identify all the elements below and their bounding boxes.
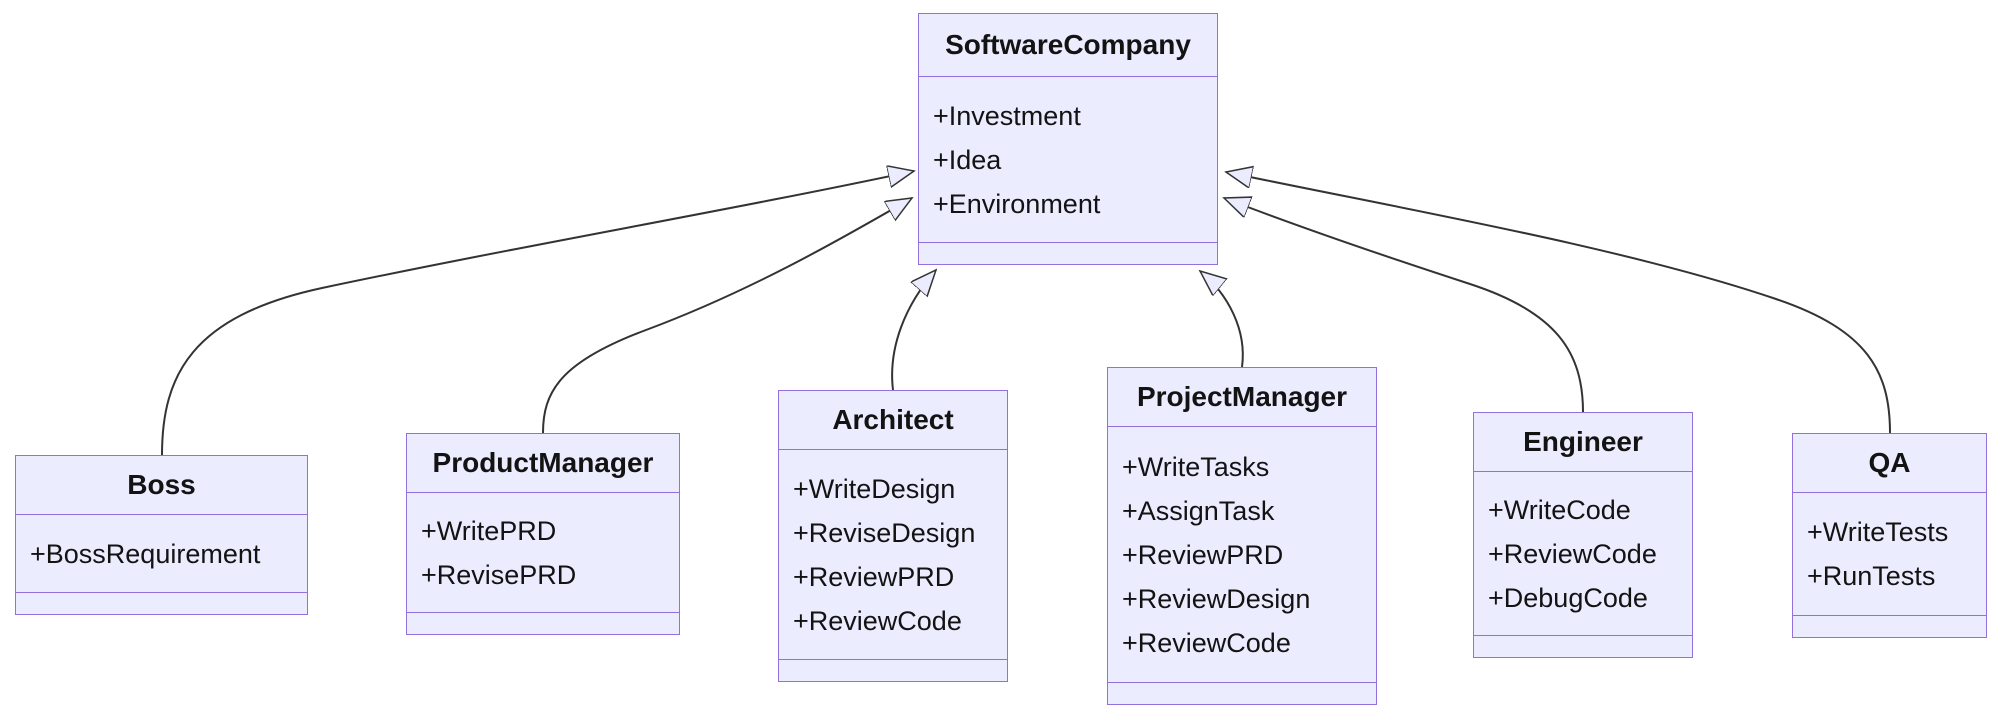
class-architect-methods-empty xyxy=(779,659,1007,681)
class-member: +RunTests xyxy=(1807,561,1936,591)
class-member: +Idea xyxy=(933,144,1002,175)
edge-qa-to-softwarecompany xyxy=(1226,172,1891,434)
class-member: +WriteDesign xyxy=(793,473,956,504)
class-member: +ReviewCode xyxy=(1122,627,1291,658)
class-engineer-methods-empty xyxy=(1474,635,1692,657)
class-member: +ReviewPRD xyxy=(1122,539,1284,570)
class-projectmanager-members: +WriteTasks +AssignTask +ReviewPRD +Revi… xyxy=(1108,427,1376,682)
class-member: +ReviewDesign xyxy=(1122,583,1311,614)
class-qa: QA +WriteTests +RunTests xyxy=(1792,433,1987,638)
class-softwarecompany-members: +Investment +Idea +Environment xyxy=(919,77,1217,242)
class-architect-members: +WriteDesign +ReviseDesign +ReviewPRD +R… xyxy=(779,450,1007,659)
class-engineer: Engineer +WriteCode +ReviewCode +DebugCo… xyxy=(1473,412,1693,658)
class-member: +ReviewCode xyxy=(793,605,962,636)
class-engineer-title: Engineer xyxy=(1474,413,1692,472)
class-productmanager-title: ProductManager xyxy=(407,434,679,493)
class-member: +AssignTask xyxy=(1122,495,1275,526)
edge-projectmanager-to-softwarecompany xyxy=(1200,271,1244,368)
class-qa-methods-empty xyxy=(1793,615,1986,637)
class-member: +ReviseDesign xyxy=(793,517,976,548)
class-member: +BossRequirement xyxy=(30,538,261,569)
class-member: +WriteTests xyxy=(1807,517,1949,547)
class-member: +ReviewPRD xyxy=(793,561,955,592)
class-member: +ReviewCode xyxy=(1488,538,1657,569)
class-projectmanager-title: ProjectManager xyxy=(1108,368,1376,427)
class-projectmanager: ProjectManager +WriteTasks +AssignTask +… xyxy=(1107,367,1377,705)
class-softwarecompany-methods-empty xyxy=(919,242,1217,264)
class-boss-title: Boss xyxy=(16,456,307,515)
edge-architect-to-softwarecompany xyxy=(891,270,936,391)
class-projectmanager-methods-empty xyxy=(1108,682,1376,704)
class-boss: Boss +BossRequirement xyxy=(15,455,308,615)
class-productmanager-members: +WritePRD +RevisePRD xyxy=(407,493,679,612)
class-boss-methods-empty xyxy=(16,592,307,614)
class-member: +WriteTasks xyxy=(1122,451,1270,482)
edge-productmanager-to-softwarecompany xyxy=(542,198,912,434)
class-productmanager: ProductManager +WritePRD +RevisePRD xyxy=(406,433,680,635)
class-member: +WriteCode xyxy=(1488,494,1631,525)
class-softwarecompany: SoftwareCompany +Investment +Idea +Envir… xyxy=(918,13,1218,265)
edge-engineer-to-softwarecompany xyxy=(1224,198,1584,413)
class-member: +Investment xyxy=(933,100,1081,131)
class-architect: Architect +WriteDesign +ReviseDesign +Re… xyxy=(778,390,1008,682)
class-member: +RevisePRD xyxy=(421,559,577,590)
class-architect-title: Architect xyxy=(779,391,1007,450)
class-member: +DebugCode xyxy=(1488,582,1648,613)
class-qa-members: +WriteTests +RunTests xyxy=(1793,493,1986,615)
class-member: +Environment xyxy=(933,188,1101,219)
class-member: +WritePRD xyxy=(421,515,557,546)
class-productmanager-methods-empty xyxy=(407,612,679,634)
class-boss-members: +BossRequirement xyxy=(16,515,307,592)
class-qa-title: QA xyxy=(1793,434,1986,493)
class-softwarecompany-title: SoftwareCompany xyxy=(919,14,1217,77)
class-engineer-members: +WriteCode +ReviewCode +DebugCode xyxy=(1474,472,1692,635)
edge-boss-to-softwarecompany xyxy=(161,171,914,456)
